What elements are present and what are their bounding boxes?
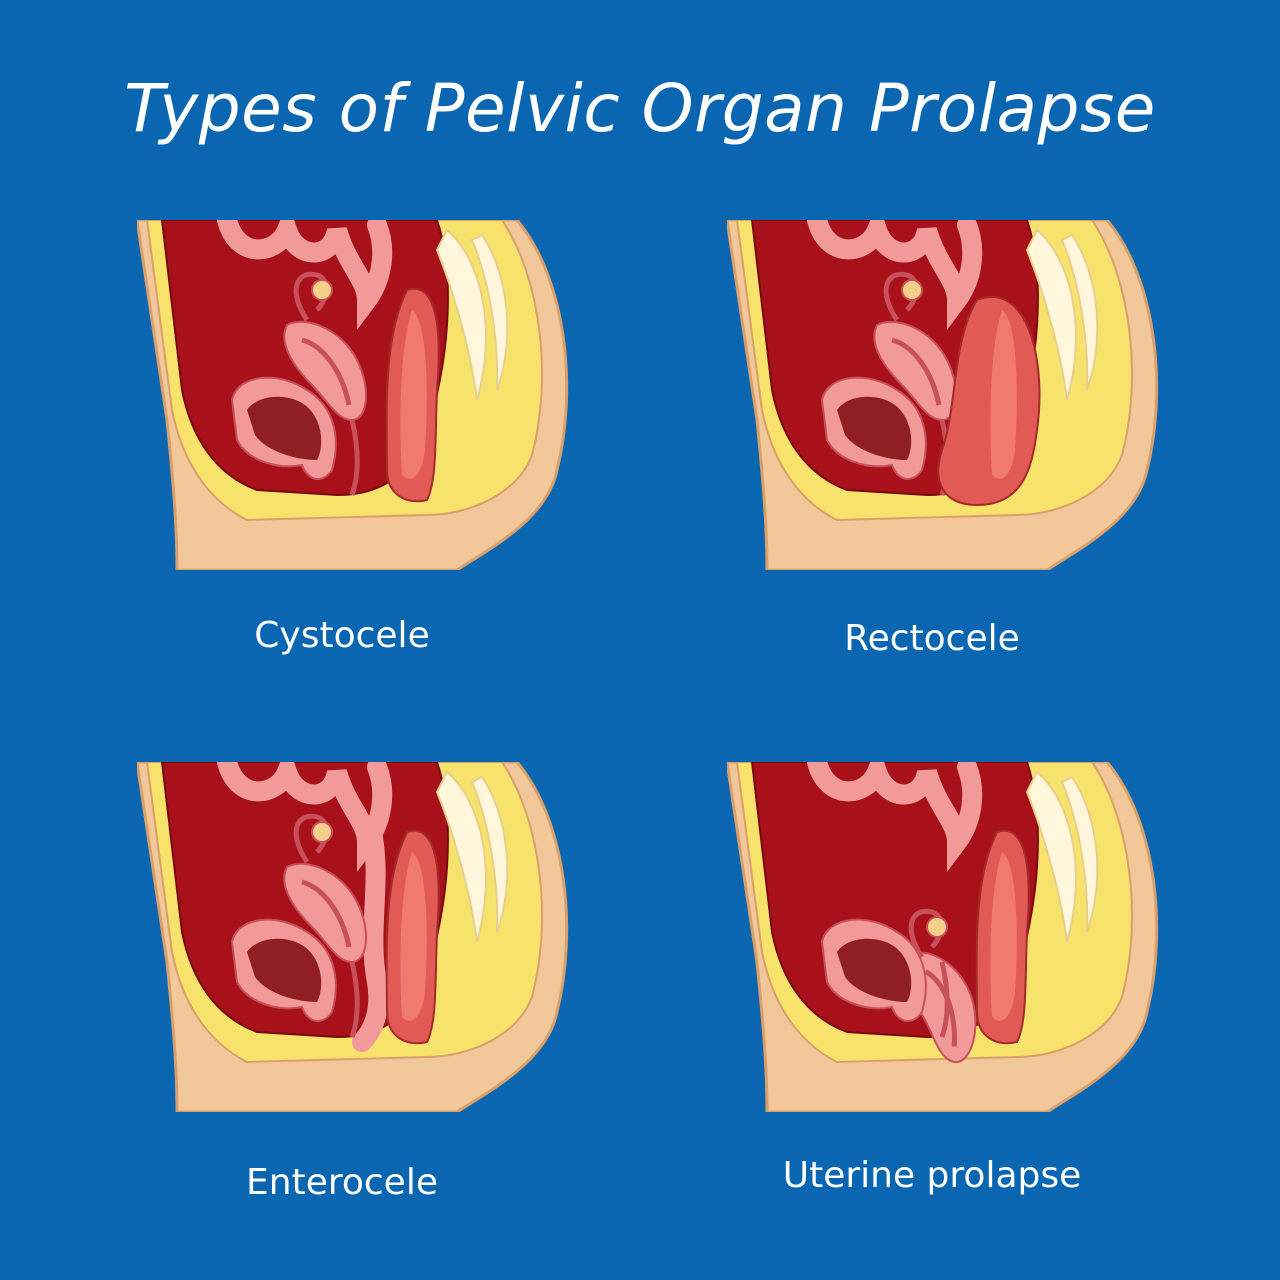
diagram-enterocele bbox=[137, 762, 577, 1112]
rectum-lumen bbox=[990, 310, 1017, 479]
vagina bbox=[939, 961, 950, 1038]
bladder-lumen bbox=[837, 396, 912, 460]
uterine-cavity bbox=[301, 879, 352, 948]
sacrum-bone bbox=[1025, 228, 1077, 401]
page-title: Types of Pelvic Organ Prolapse bbox=[124, 70, 1156, 147]
ovary bbox=[311, 279, 333, 301]
coccyx-bone bbox=[470, 775, 509, 933]
descended-intestine bbox=[352, 822, 389, 1052]
vagina bbox=[349, 961, 360, 1038]
intestines bbox=[807, 762, 983, 872]
ovary bbox=[926, 916, 948, 938]
ovary bbox=[901, 279, 923, 301]
bladder-lumen bbox=[837, 938, 912, 1002]
diagram-uterine-prolapse bbox=[727, 762, 1167, 1112]
sacrum-bone bbox=[1025, 770, 1077, 943]
rectum-lumen bbox=[400, 852, 427, 1021]
label-cystocele: Cystocele bbox=[254, 615, 430, 656]
intestines bbox=[217, 762, 393, 1052]
bladder-lumen bbox=[247, 938, 322, 1002]
intestines bbox=[217, 220, 393, 330]
sacrum-bone bbox=[435, 770, 487, 943]
sacrum-bone bbox=[435, 228, 487, 401]
diagram-rectocele bbox=[727, 220, 1167, 570]
label-uterine-prolapse: Uterine prolapse bbox=[782, 1155, 1082, 1196]
uterine-cavity bbox=[891, 337, 942, 406]
rectum-lumen bbox=[400, 310, 427, 479]
uterine-cavity bbox=[301, 337, 352, 406]
coccyx-bone bbox=[1060, 775, 1099, 933]
bladder-lumen bbox=[247, 396, 322, 460]
rectum-lumen bbox=[990, 852, 1017, 1021]
coccyx-bone bbox=[1060, 233, 1099, 391]
label-rectocele: Rectocele bbox=[844, 618, 1020, 659]
coccyx-bone bbox=[470, 233, 509, 391]
ovary bbox=[311, 821, 333, 843]
label-enterocele: Enterocele bbox=[246, 1162, 438, 1203]
diagram-cystocele bbox=[137, 220, 577, 570]
intestines bbox=[807, 220, 983, 330]
vagina bbox=[349, 419, 360, 496]
